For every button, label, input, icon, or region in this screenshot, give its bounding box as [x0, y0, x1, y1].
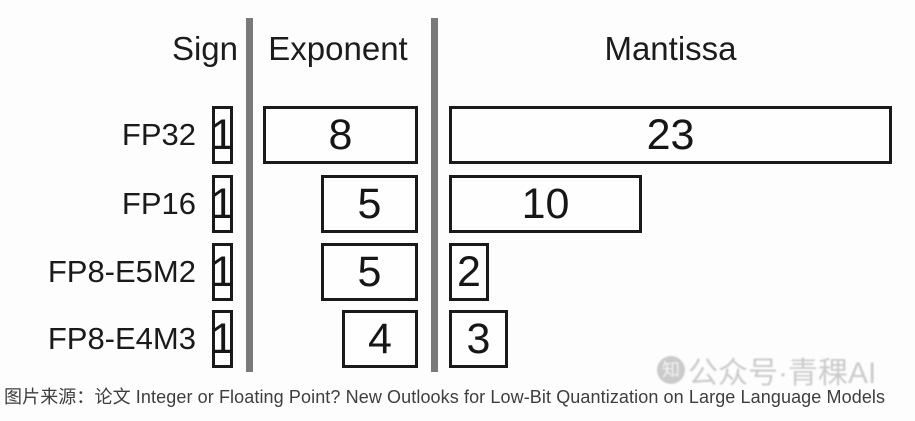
- column-divider-sign-exponent: [246, 18, 253, 372]
- column-header-exponent: Exponent: [268, 30, 408, 67]
- fp8-e4m3-exponent-bit-box: 4: [342, 310, 418, 368]
- row-label-fp8-e5m2: FP8-E5M2: [47, 254, 196, 289]
- fp8-e4m3-mantissa-bits: 3: [466, 314, 491, 363]
- column-header-sign: Sign: [171, 30, 238, 67]
- row-label-fp8-e4m3: FP8-E4M3: [47, 321, 196, 356]
- fp8-e4m3-mantissa-bit-box: 3: [449, 310, 508, 368]
- fp16-mantissa-bit-box: 10: [449, 175, 642, 233]
- image-source-caption: 图片来源：论文 Integer or Floating Point? New O…: [4, 387, 886, 407]
- fp8-e5m2-sign-bits: 1: [210, 247, 235, 296]
- column-divider-exponent-mantissa: [431, 18, 438, 372]
- fp8-e5m2-mantissa-bit-box: 2: [449, 243, 489, 301]
- fp16-mantissa-bits: 10: [521, 179, 570, 228]
- fp32-exponent-bits: 8: [328, 110, 353, 159]
- fp32-sign-bits: 1: [210, 110, 235, 159]
- fp8-e4m3-sign-bits: 1: [210, 314, 235, 363]
- row-label-fp32: FP32: [121, 117, 196, 152]
- fp8-e5m2-exponent-bit-box: 5: [321, 243, 418, 301]
- fp8-e4m3-exponent-bits: 4: [368, 314, 392, 363]
- fp16-exponent-bit-box: 5: [321, 175, 418, 233]
- fp8-e5m2-mantissa-bits: 2: [457, 247, 481, 296]
- fp16-sign-bits: 1: [210, 179, 235, 228]
- fp8-e5m2-sign-bit-box: 1: [210, 243, 235, 301]
- fp32-mantissa-bits: 23: [646, 110, 695, 159]
- fp32-mantissa-bit-box: 23: [449, 106, 892, 164]
- fp32-sign-bit-box: 1: [210, 106, 235, 164]
- fp8-e4m3-sign-bit-box: 1: [210, 310, 235, 368]
- watermark-logo-icon: 知: [657, 356, 685, 384]
- fp16-sign-bit-box: 1: [210, 175, 235, 233]
- column-header-mantissa: Mantissa: [604, 30, 737, 67]
- fp32-exponent-bit-box: 8: [263, 106, 418, 164]
- fp8-e5m2-exponent-bits: 5: [357, 247, 382, 296]
- fp16-exponent-bits: 5: [357, 179, 382, 228]
- row-label-fp16: FP16: [121, 186, 196, 221]
